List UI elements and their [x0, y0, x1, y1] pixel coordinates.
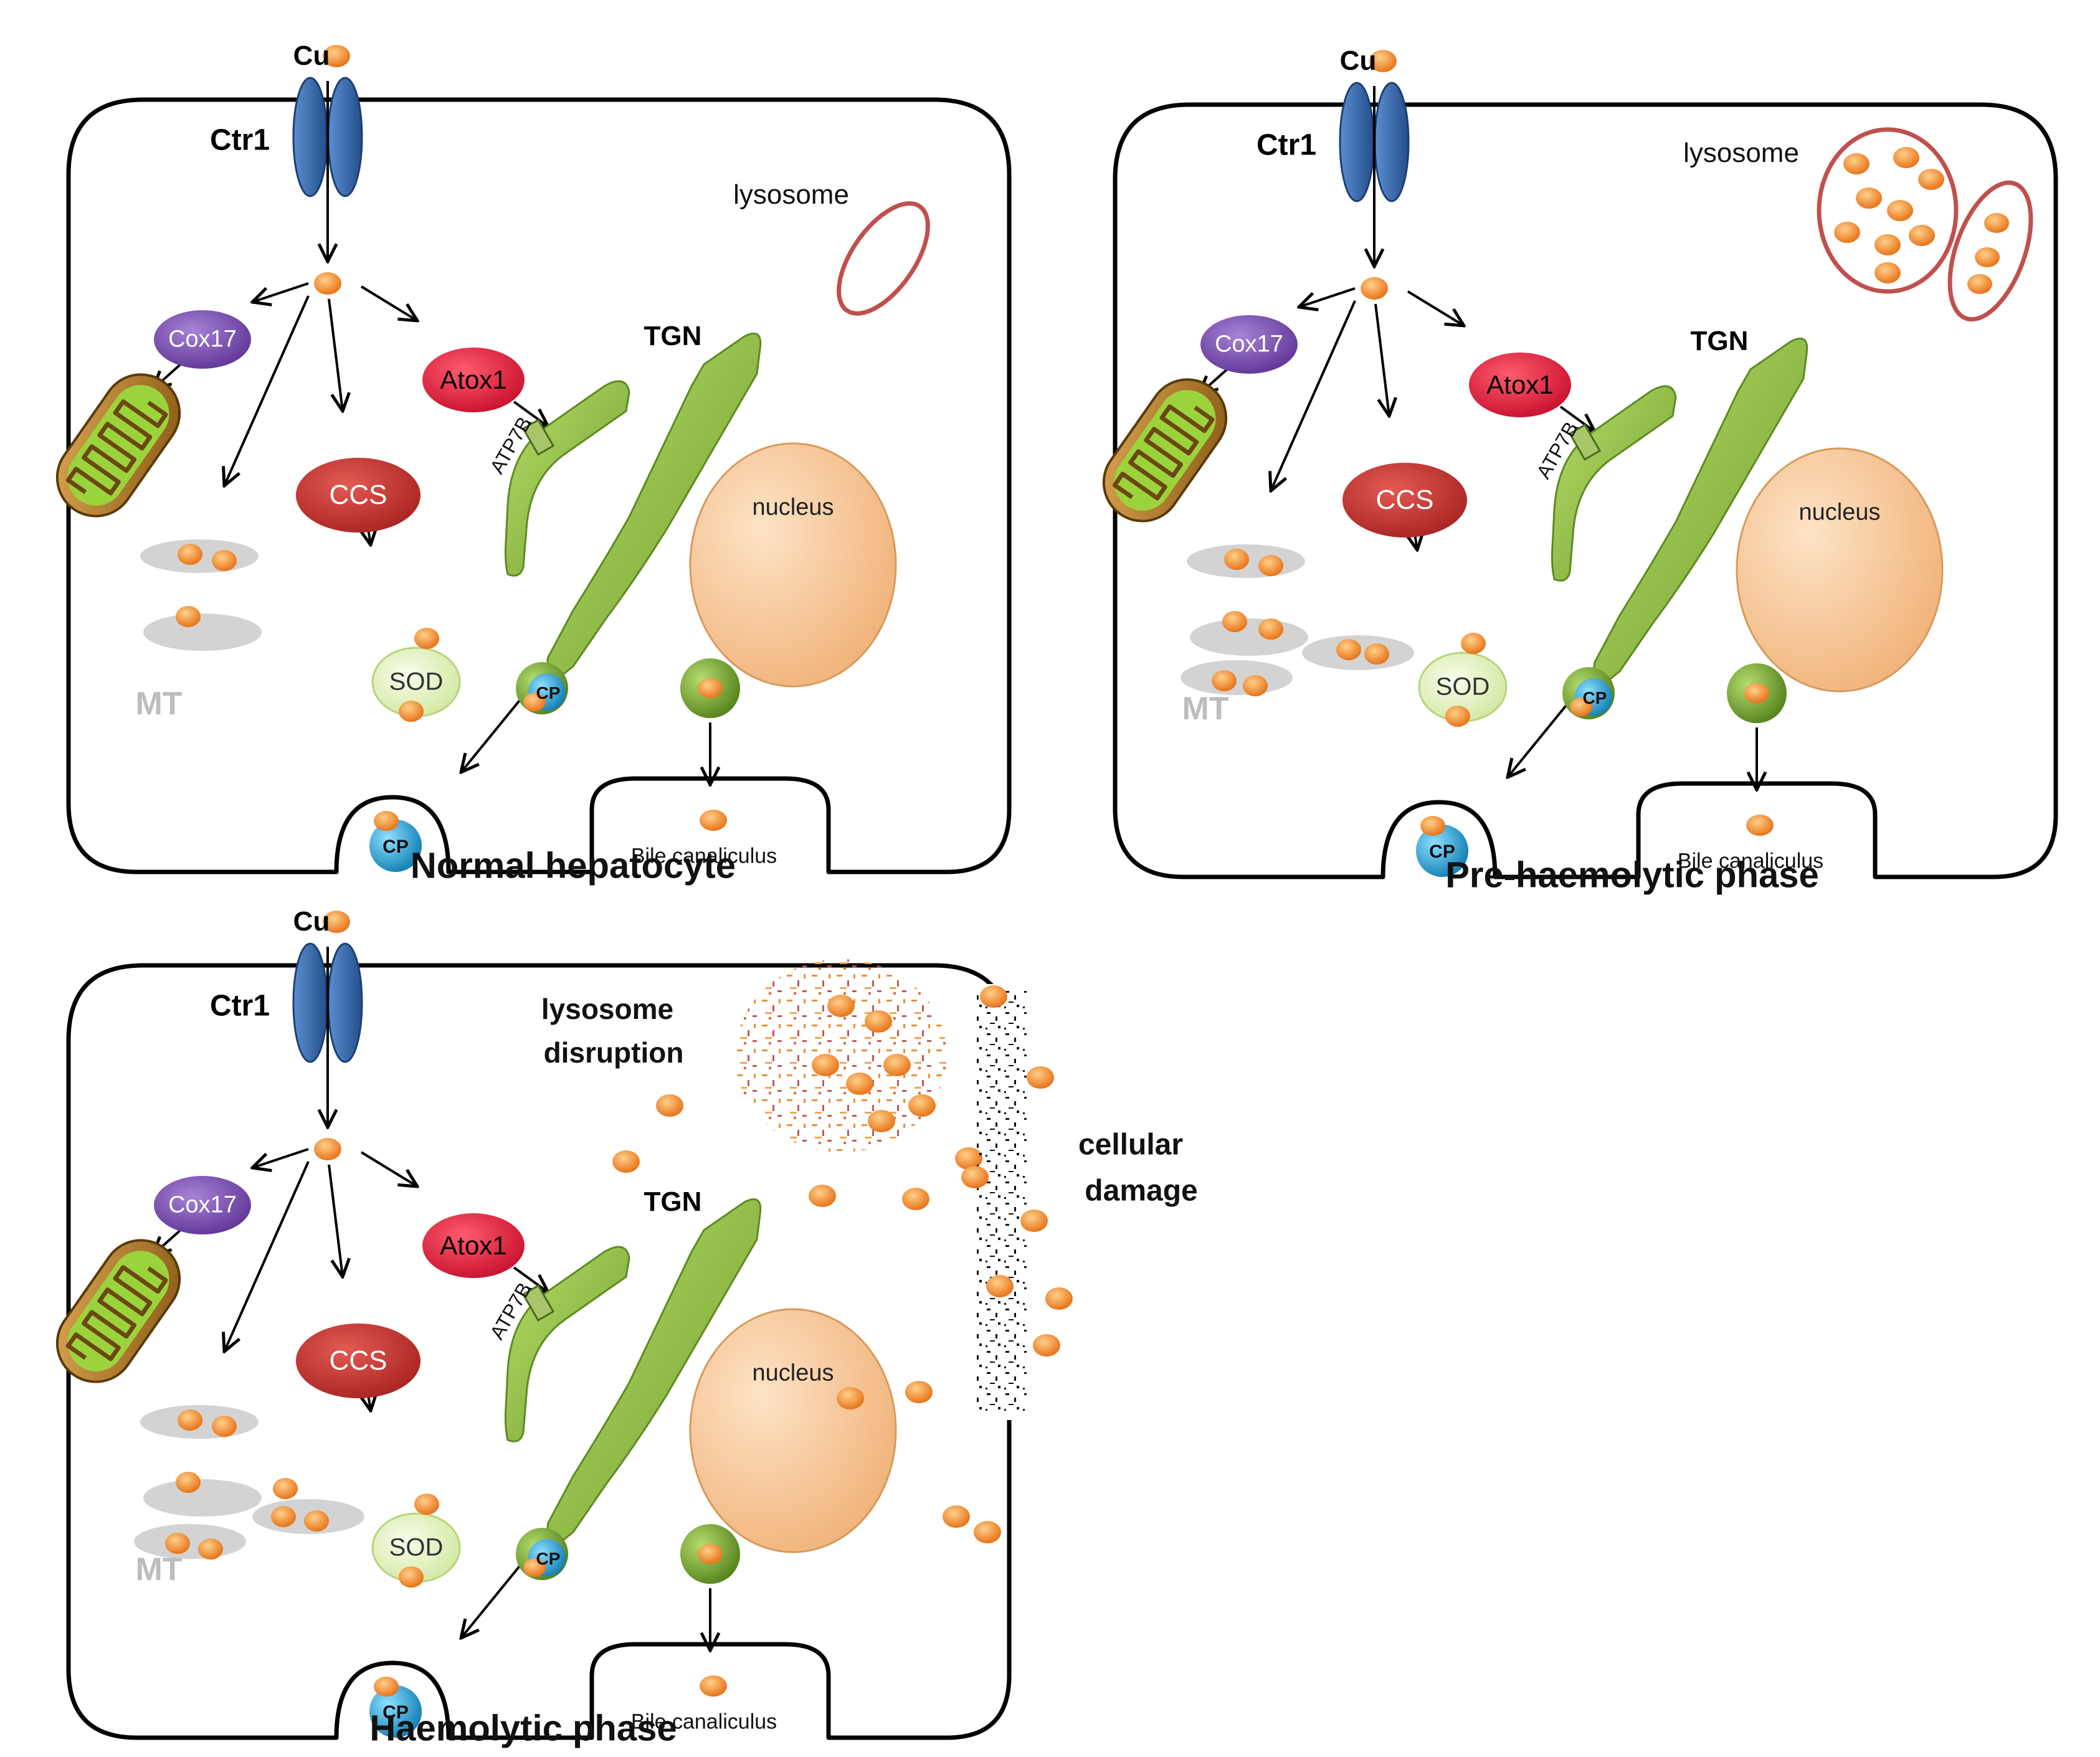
bile-canaliculus-label: Bile canaliculus: [630, 844, 777, 868]
lysosome-loaded: [1817, 127, 2033, 322]
nucleus-label: nucleus: [1798, 499, 1881, 526]
cellular-damage-label-1: cellular: [1078, 1128, 1184, 1162]
ctr1-label: Ctr1: [209, 989, 270, 1023]
sod-label: SOD: [389, 668, 444, 696]
cox17-label: Cox17: [168, 326, 237, 353]
bile-canaliculus-label: Bile canaliculus: [1677, 849, 1824, 873]
bile-canaliculus-label: Bile canaliculus: [630, 1710, 777, 1734]
cp-golgi-label: CP: [1582, 688, 1607, 708]
panel-pre: [1089, 50, 2056, 877]
cellular-damage-label-2: damage: [1085, 1174, 1198, 1208]
tgn-label: TGN: [644, 321, 702, 351]
lysosome-disruption-label-2: disruption: [543, 1036, 684, 1069]
lysosome-label: lysosome: [733, 179, 849, 210]
nucleus-label: nucleus: [752, 1360, 834, 1386]
sod-label: SOD: [1435, 673, 1490, 701]
panel-caption-pre: Pre-haemolytic phase: [1445, 855, 1819, 896]
lysosome-empty: [837, 201, 930, 316]
panel-caption-normal: Normal hepatocyte: [410, 845, 736, 886]
cp-golgi-label: CP: [536, 683, 561, 703]
membrane-rupture: [961, 984, 1073, 1420]
tgn-label: TGN: [644, 1186, 702, 1217]
panel-normal: [42, 45, 1009, 872]
tgn-label: TGN: [1690, 326, 1749, 356]
panel-caption-haem: Haemolytic phase: [369, 1708, 677, 1749]
ccs-label: CCS: [1375, 485, 1434, 515]
cu-label: Cu: [1339, 45, 1377, 76]
lysosome-disrupted: [735, 959, 947, 1152]
cox17-label: Cox17: [168, 1191, 237, 1218]
cu-label: Cu: [293, 906, 330, 937]
cox17-label: Cox17: [1215, 331, 1283, 358]
cp-vesicle-label: CP: [382, 836, 409, 857]
atox1-label: Atox1: [1486, 370, 1554, 399]
ctr1-label: Ctr1: [1256, 128, 1317, 162]
free-copper: [612, 1094, 1001, 1543]
mt-label: MT: [1182, 691, 1229, 727]
ctr1-label: Ctr1: [209, 123, 270, 157]
ccs-label: CCS: [329, 1345, 387, 1376]
panel-haem: [42, 911, 1073, 1738]
cp-vesicle-label: CP: [1429, 841, 1455, 862]
atox1-label: Atox1: [440, 365, 507, 394]
atox1-label: Atox1: [440, 1231, 507, 1260]
lysosome-disruption-label-1: lysosome: [541, 993, 674, 1025]
ccs-label: CCS: [329, 480, 387, 510]
sod-label: SOD: [389, 1533, 444, 1561]
cu-label: Cu: [293, 40, 330, 71]
cp-vesicle-label: CP: [382, 1702, 409, 1723]
lysosome-label: lysosome: [1683, 138, 1799, 168]
nucleus-label: nucleus: [752, 494, 834, 521]
mt-label: MT: [135, 686, 183, 722]
mt-label: MT: [135, 1551, 183, 1588]
cp-golgi-label: CP: [536, 1549, 561, 1568]
